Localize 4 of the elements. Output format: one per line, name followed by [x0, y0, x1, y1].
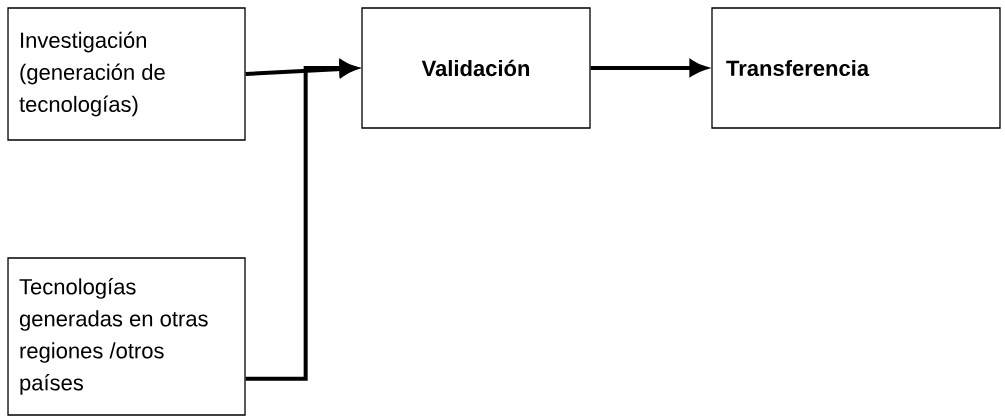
- process-box: Investigación (generación de tecnologías): [7, 7, 246, 141]
- process-box: Validación: [361, 7, 591, 129]
- process-box: Tecnologías generadas en otras regiones /otros países: [7, 257, 246, 416]
- process-box: Transferencia: [711, 7, 1001, 129]
